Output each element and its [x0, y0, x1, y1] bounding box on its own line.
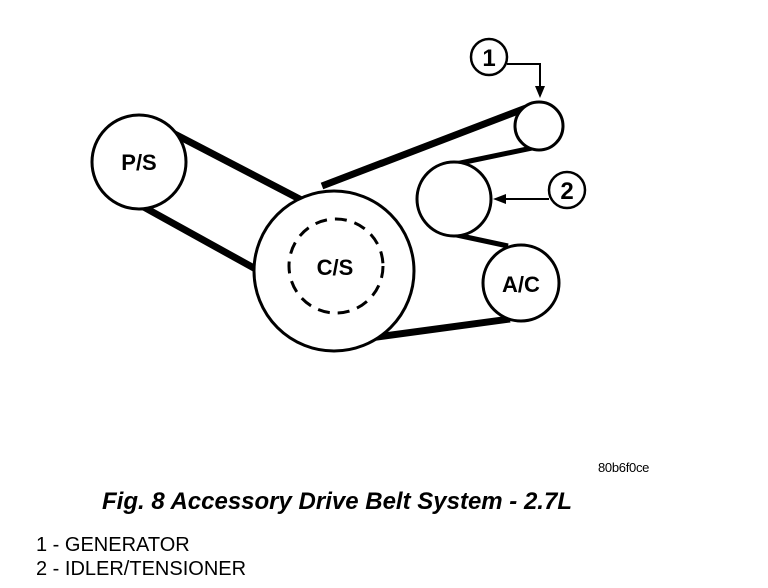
pulley-label-ps: P/S — [121, 150, 156, 175]
callout-1: 1 — [469, 37, 545, 98]
callout-2: 2 — [493, 170, 587, 210]
pulley-ac-compressor — [481, 243, 561, 323]
belt-diagram: P/S C/S A/C 1 2 — [90, 37, 587, 353]
pulley-generator — [513, 100, 565, 152]
callout-1-leader — [507, 63, 541, 88]
belt-ac-cs — [361, 315, 511, 343]
callout-2-number: 2 — [560, 178, 573, 205]
callout-2-arrowhead — [493, 194, 506, 204]
pulley-crankshaft — [252, 189, 416, 353]
figure-title: Fig. 8 Accessory Drive Belt System - 2.7… — [102, 488, 572, 515]
callout-1-number: 1 — [482, 45, 495, 72]
legend-list: 1 - GENERATOR 2 - IDLER/TENSIONER — [36, 533, 246, 581]
pulley-label-cs: C/S — [317, 255, 354, 280]
legend-item-idler-tensioner: 2 - IDLER/TENSIONER — [36, 558, 247, 580]
pulley-label-ac: A/C — [502, 272, 540, 297]
pulley-idler-tensioner — [415, 160, 493, 238]
belt-cs-generator — [320, 104, 528, 190]
callout-1-arrowhead — [535, 86, 545, 98]
legend-item-generator: 1 - GENERATOR — [36, 534, 190, 556]
pulley-power-steering — [90, 113, 188, 211]
reference-code: 80b6f0ce — [598, 460, 650, 475]
callout-1-circle — [469, 37, 509, 77]
callout-2-circle — [547, 170, 587, 210]
crankshaft-hub-dashed — [287, 217, 385, 315]
